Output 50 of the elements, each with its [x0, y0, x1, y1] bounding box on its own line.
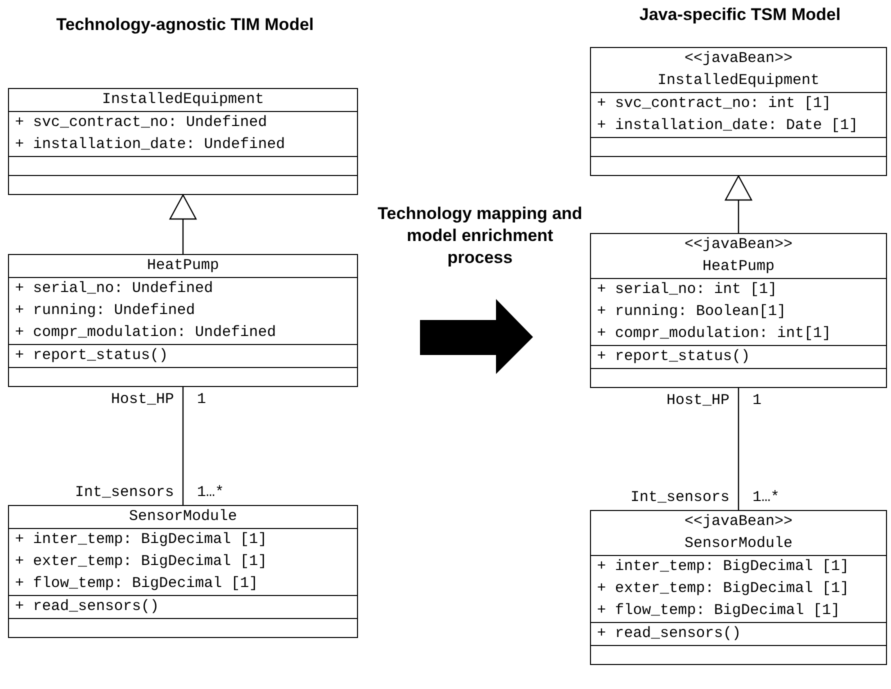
- attribute: + exter_temp: BigDecimal [1]: [596, 579, 850, 599]
- stereotype: <<javaBean>>: [683, 49, 794, 69]
- attribute: + running: Undefined: [14, 301, 196, 321]
- attribute: + compr_modulation: Undefined: [14, 323, 278, 343]
- attribute: + svc_contract_no: Undefined: [14, 113, 268, 133]
- class-name: SensorModule: [683, 534, 794, 554]
- attribute: + flow_temp: BigDecimal [1]: [596, 601, 842, 621]
- role-name: Int_sensors: [74, 484, 174, 502]
- attribute: + installation_date: Undefined: [14, 135, 286, 155]
- stereotype: <<javaBean>>: [683, 512, 794, 532]
- class-box: [8, 505, 358, 638]
- model-title: Java-specific TSM Model: [638, 4, 842, 26]
- class-name: SensorModule: [128, 507, 238, 527]
- class-name: InstalledEquipment: [100, 90, 266, 110]
- association-line: [182, 387, 184, 505]
- multiplicity: 1…*: [197, 484, 224, 502]
- multiplicity: 1: [752, 392, 762, 410]
- generalization-arrow: [169, 194, 197, 254]
- class-box: [8, 254, 358, 387]
- attribute: + compr_modulation: int[1]: [596, 324, 832, 344]
- multiplicity: 1: [197, 391, 206, 409]
- attribute: + svc_contract_no: int [1]: [596, 94, 832, 114]
- attribute: + installation_date: Date [1]: [596, 116, 860, 136]
- role-name: Host_HP: [666, 392, 730, 410]
- attribute: + inter_temp: BigDecimal [1]: [14, 530, 268, 550]
- attribute: + serial_no: Undefined: [14, 279, 214, 299]
- class-name: InstalledEquipment: [656, 71, 821, 91]
- class-box: [590, 510, 887, 665]
- role-name: Int_sensors: [630, 489, 730, 507]
- attribute: + running: Boolean[1]: [596, 302, 788, 322]
- attribute: + inter_temp: BigDecimal [1]: [596, 557, 850, 577]
- attribute: + serial_no: int [1]: [596, 280, 778, 300]
- operation: + read_sensors(): [596, 624, 742, 644]
- operation: + report_status(): [14, 346, 170, 366]
- operation: + report_status(): [596, 347, 752, 367]
- class-box: [590, 233, 887, 388]
- generalization-arrow: [724, 175, 752, 233]
- class-box: [8, 88, 358, 195]
- process-label: Technology mapping and model enrichment process: [376, 203, 584, 269]
- attribute: + exter_temp: BigDecimal [1]: [14, 552, 268, 572]
- class-name: HeatPump: [701, 257, 776, 277]
- association-line: [738, 388, 740, 510]
- operation: + read_sensors(): [14, 597, 160, 617]
- multiplicity: 1…*: [752, 489, 780, 507]
- class-box: [590, 47, 887, 176]
- model-title: Technology-agnostic TIM Model: [55, 14, 315, 36]
- attribute: + flow_temp: BigDecimal [1]: [14, 574, 260, 594]
- class-name: HeatPump: [146, 256, 220, 276]
- role-name: Host_HP: [110, 391, 174, 409]
- stereotype: <<javaBean>>: [683, 235, 794, 255]
